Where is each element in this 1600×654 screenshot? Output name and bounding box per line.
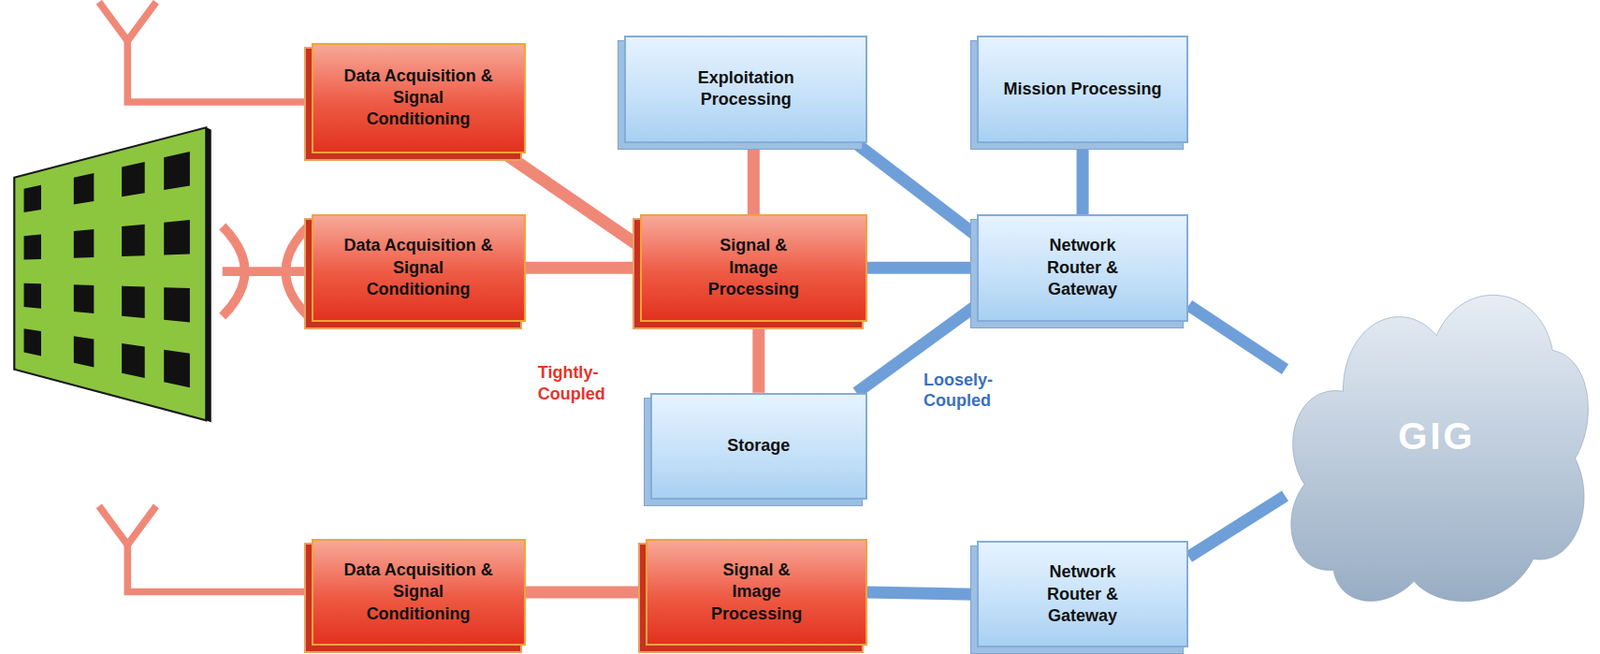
connector [525,586,647,599]
array-element [163,219,190,255]
node-label: Signal & Image Processing [698,234,809,301]
array-element [163,151,190,190]
connector [747,143,760,215]
process-box: Signal & Image Processing [640,214,868,322]
process-box: Mission Processing [976,35,1190,144]
node-label: Network Router & Gateway [1035,561,1130,627]
connector [1076,143,1090,215]
array-element [24,185,42,213]
connector [867,592,977,595]
array-element [73,284,95,314]
array-feed-symbol [222,226,312,317]
connector [752,321,765,393]
array-element [121,343,146,379]
antenna-symbol [99,1,312,102]
process-box: Data Acquisition & Signal Conditioning [311,214,526,322]
node-label: Exploitation Processing [666,67,826,112]
node-label: Data Acquisition & Signal Conditioning [341,559,496,626]
process-box: Exploitation Processing [624,35,868,144]
coupling-label: Loosely-Coupled [923,369,993,412]
phased-array-panel [14,127,211,422]
array-element [24,283,42,309]
node-label: Data Acquisition & Signal Conditioning [341,65,496,131]
connector [867,261,977,275]
array-element [121,286,146,319]
process-box: Signal & Image Processing [645,538,868,647]
process-box: Network Router & Gateway [976,540,1190,649]
array-element [121,161,146,197]
connector [525,261,640,275]
connector [855,143,977,236]
node-label: Signal & Image Processing [701,559,813,626]
array-element [73,335,95,367]
array-element [73,173,95,204]
array-element [24,234,42,261]
connector [1188,495,1285,557]
antenna-symbol [99,506,312,593]
node-label: Network Router & Gateway [1035,234,1130,301]
process-box: Data Acquisition & Signal Conditioning [311,538,526,647]
node-label: GIG [1397,411,1475,461]
coupling-label: Tightly-Coupled [538,362,606,405]
array-element [121,224,146,257]
array-element [163,349,190,389]
process-box: Storage [650,392,868,501]
node-label: Mission Processing [1003,78,1163,101]
array-element [73,229,95,259]
network-cloud: GIG [1275,249,1599,623]
array-element [24,328,42,356]
process-box: Network Router & Gateway [976,214,1190,322]
array-element [163,287,190,322]
node-label: Data Acquisition & Signal Conditioning [341,234,496,301]
process-box: Data Acquisition & Signal Conditioning [311,43,526,154]
node-label: Storage [727,435,790,457]
connector [1188,305,1285,369]
